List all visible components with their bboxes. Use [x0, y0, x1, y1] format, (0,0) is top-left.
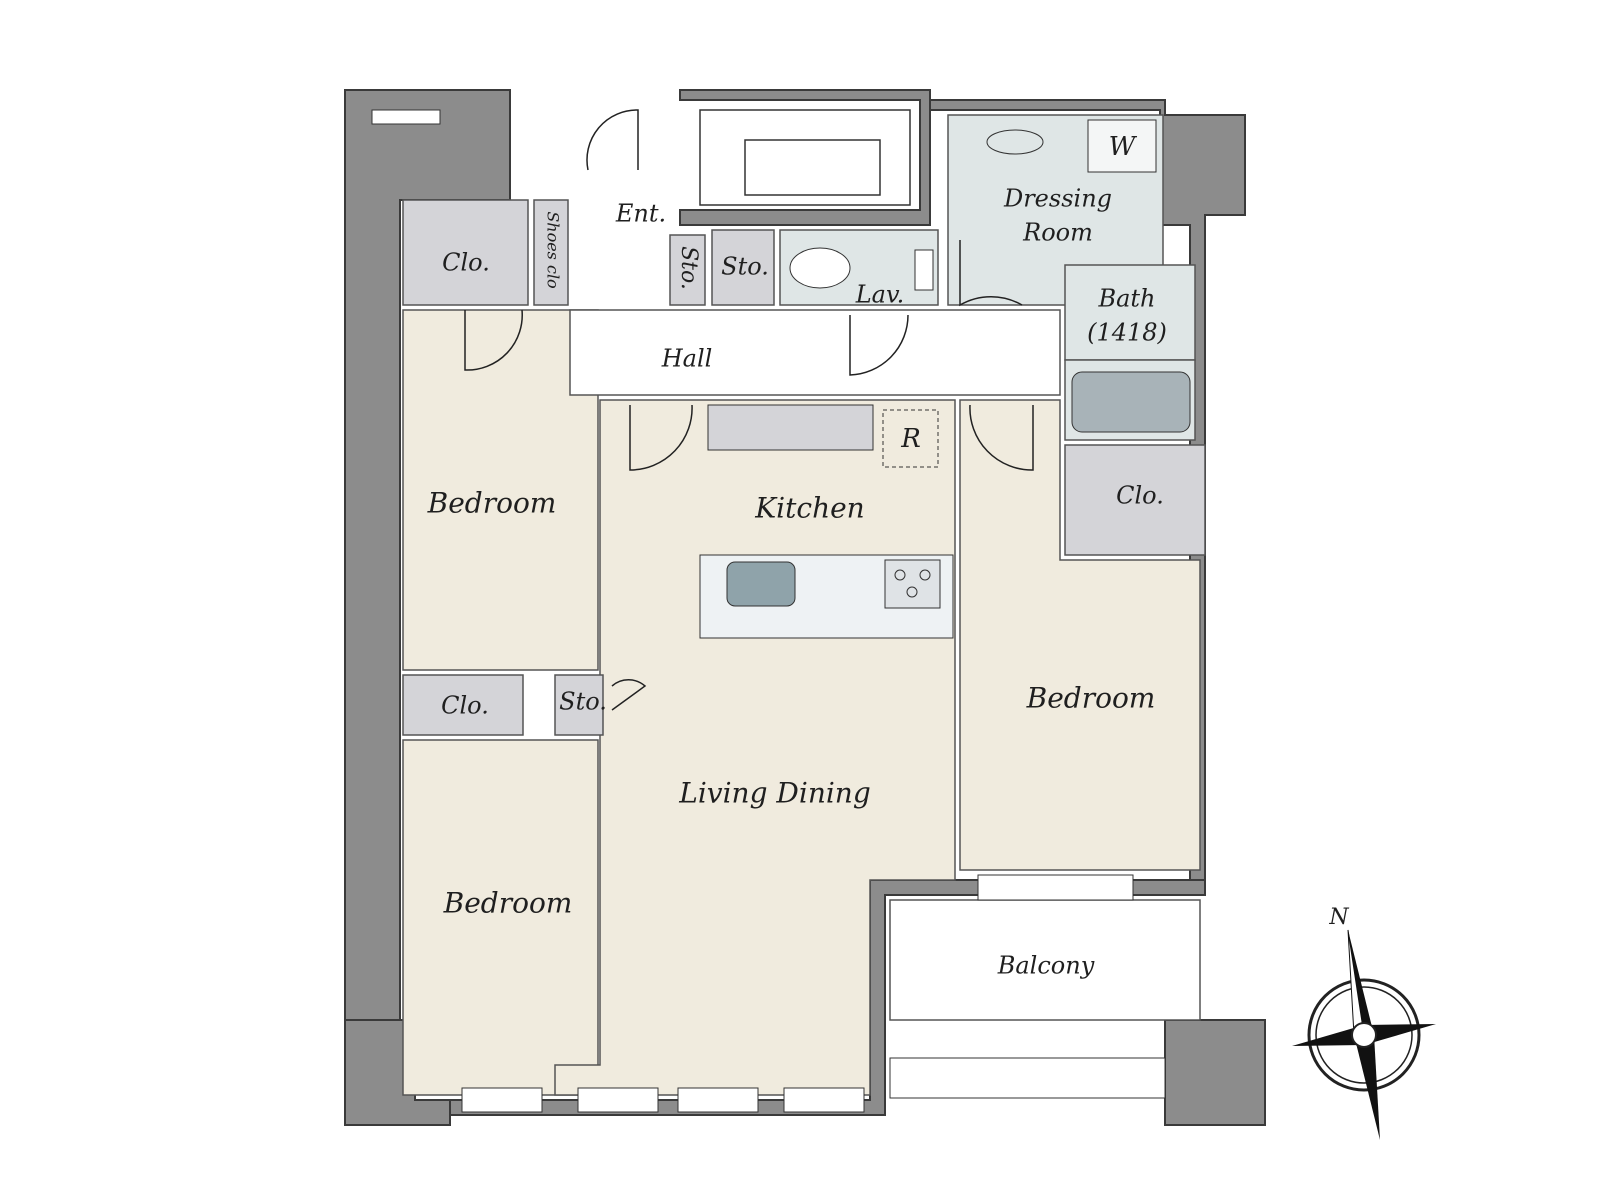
label-dressing-line2: Room: [1022, 219, 1093, 247]
lavatory-door-icon: [849, 314, 909, 376]
label-kitchen: Kitchen: [754, 492, 864, 525]
storage-entry-area: [669, 234, 706, 306]
bedroom-west-area: [402, 309, 599, 671]
label-hall: Hall: [661, 345, 713, 373]
bathtub-icon: [1071, 371, 1191, 433]
window-south-4: [783, 1087, 865, 1113]
living-door-icon: [629, 404, 693, 471]
label-closet-nw: Clo.: [442, 249, 490, 277]
label-bedroom-south: Bedroom: [443, 887, 573, 920]
bedroom-east-area: [959, 399, 1201, 871]
label-washer: W: [1109, 132, 1138, 162]
entry-planter-box: [744, 139, 881, 196]
label-storage-entry: Sto.: [676, 246, 701, 290]
toilet-icon: [789, 247, 851, 289]
closet-nw-area: [402, 199, 529, 306]
kitchen-sink-icon: [726, 561, 796, 607]
washer-icon: [1087, 119, 1157, 173]
window-south-3: [677, 1087, 759, 1113]
kitchen-back-counter: [707, 404, 874, 451]
north-window-sill: [371, 109, 441, 125]
label-bedroom-east: Bedroom: [1026, 682, 1156, 715]
entry-planter-frame: [699, 109, 911, 206]
balcony-area: [889, 899, 1201, 1021]
closet-sw-area: [402, 674, 524, 736]
hall-area: [569, 309, 1061, 396]
fixtures: [699, 109, 1191, 639]
shoes-closet-area: [533, 199, 569, 306]
burner-icon: [906, 586, 918, 598]
label-balcony: Balcony: [997, 952, 1095, 980]
room-labels: Ent. Shoes clo Sto. Sto. Lav. Dressing R…: [427, 132, 1167, 980]
label-storage-hall: Sto.: [721, 253, 769, 281]
wall-north-center: [679, 89, 931, 226]
windows: [461, 874, 1166, 1113]
closet-east-area: [1064, 444, 1206, 556]
burner-icon: [894, 569, 906, 581]
storage-sw-area: [554, 674, 604, 736]
label-entrance: Ent.: [615, 200, 666, 228]
label-bedroom-west: Bedroom: [427, 487, 557, 520]
window-south-2: [577, 1087, 659, 1113]
label-living-dining: Living Dining: [678, 777, 871, 810]
compass-north-label: N: [1328, 905, 1349, 930]
label-lavatory: Lav.: [855, 281, 905, 309]
label-shoes-closet: Shoes clo: [544, 211, 563, 288]
label-bath-line1: Bath: [1097, 285, 1155, 313]
storage-sw-door-icon: [611, 679, 647, 711]
dressing-door-icon: [959, 240, 1023, 307]
bedroom-east-door-icon: [969, 404, 1034, 471]
label-refrigerator: R: [900, 424, 921, 454]
bath-area-upper: [1064, 264, 1196, 361]
burner-icon: [919, 569, 931, 581]
lav-sink-icon: [914, 249, 934, 291]
label-closet-sw: Clo.: [441, 692, 489, 720]
label-closet-east: Clo.: [1116, 482, 1164, 510]
wall-southeast-column: [1164, 1019, 1266, 1126]
doors: [464, 109, 1034, 711]
exterior-walls: [344, 89, 1266, 1126]
wash-basin-icon: [986, 129, 1044, 155]
storage-hall-area: [711, 229, 775, 306]
label-bath-line2: (1418): [1087, 319, 1167, 347]
window-south-1: [461, 1087, 543, 1113]
cooktop-icon: [884, 559, 941, 609]
bedroom-west-door-icon: [464, 309, 523, 371]
compass-rose-icon: N: [1292, 905, 1436, 1140]
wall-northwest: [344, 89, 511, 1021]
entrance-door-icon: [586, 109, 639, 171]
label-dressing-line1: Dressing: [1003, 185, 1112, 213]
window-east-bedroom: [977, 874, 1134, 901]
balcony-railing: [889, 1057, 1166, 1099]
label-storage-sw: Sto.: [559, 688, 607, 716]
